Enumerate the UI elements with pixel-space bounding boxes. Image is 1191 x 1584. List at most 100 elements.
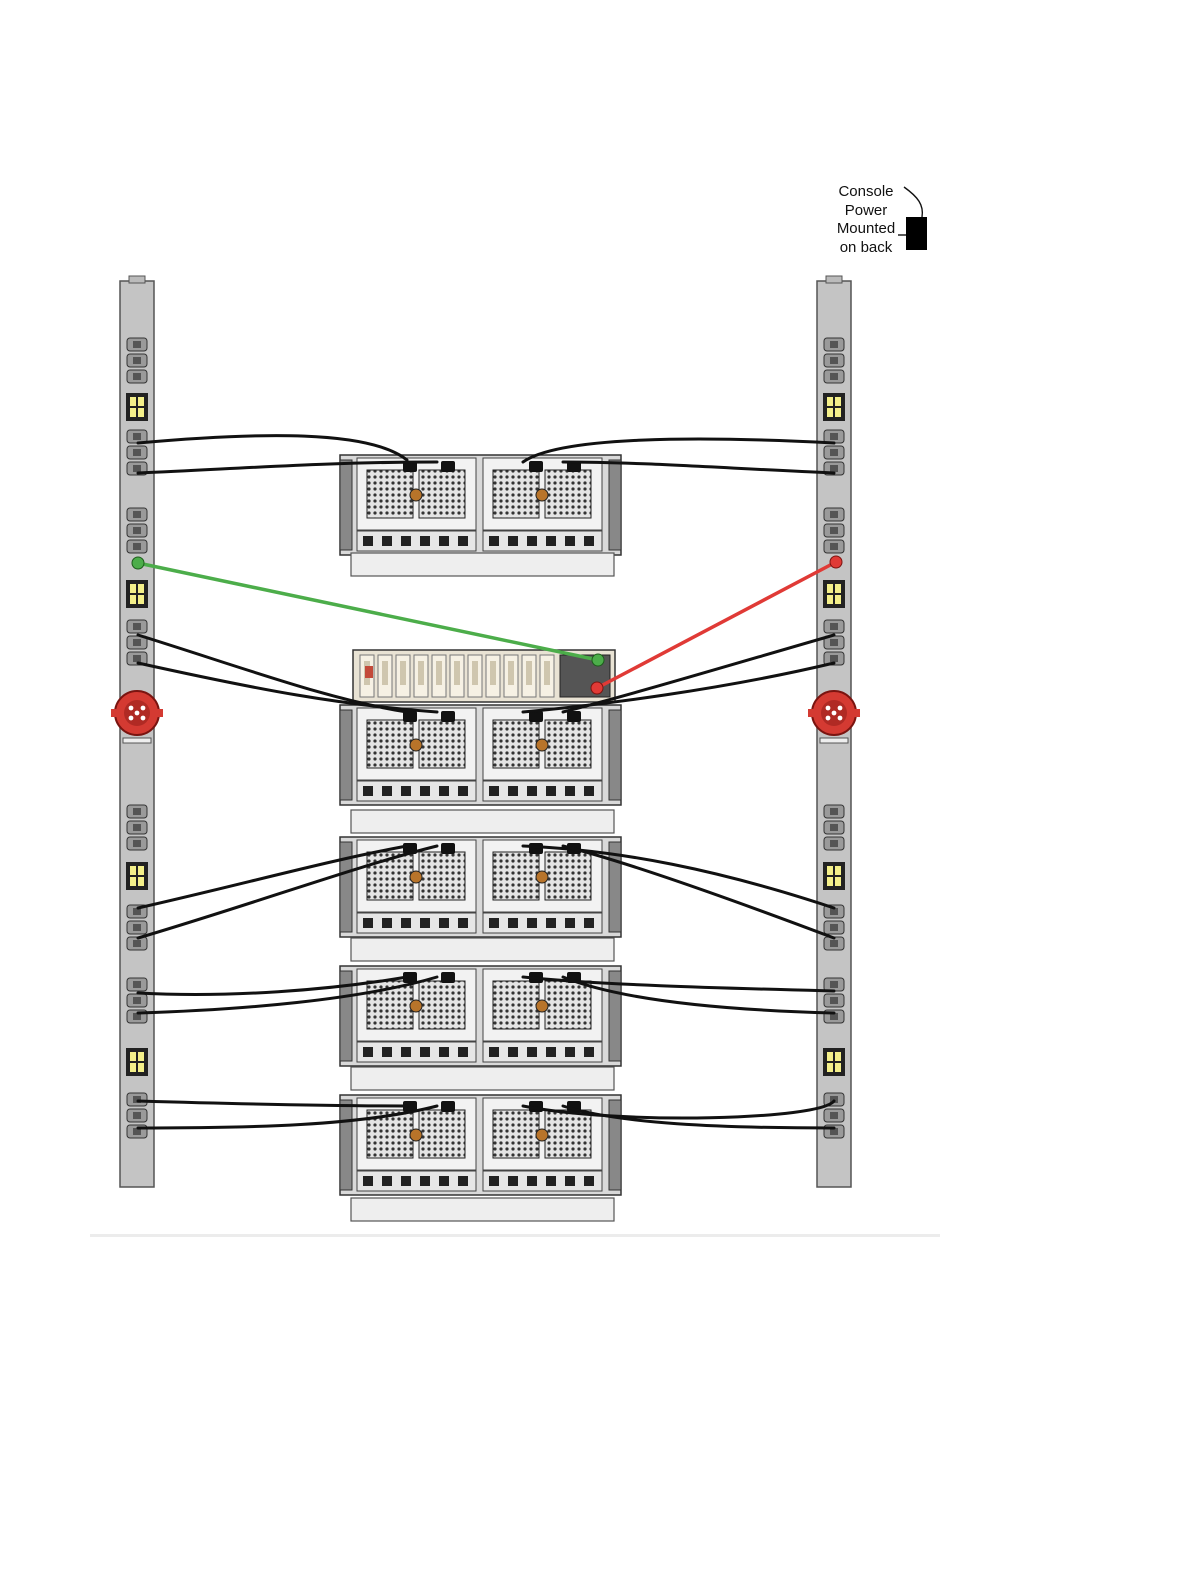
outlet-socket: [830, 840, 838, 847]
controller-slot-latch: [454, 661, 460, 685]
io-port: [584, 1176, 594, 1186]
fan-grille: [493, 720, 539, 768]
fan-grille: [545, 852, 591, 900]
green-plug: [132, 557, 144, 569]
io-port: [363, 1176, 373, 1186]
red-plug: [830, 556, 842, 568]
breaker-switch: [827, 1063, 833, 1072]
pdu-cap: [129, 276, 145, 283]
breaker: [823, 1048, 845, 1076]
power-connector: [529, 843, 543, 854]
breaker-switch: [138, 584, 144, 593]
fan-hub: [410, 1129, 422, 1141]
power-connector: [441, 843, 455, 854]
io-port: [363, 1047, 373, 1057]
power-connector: [567, 711, 581, 722]
io-port: [508, 1176, 518, 1186]
rail-right: [609, 460, 621, 550]
outlet-socket: [830, 373, 838, 380]
fan-grille: [367, 720, 413, 768]
fan-grille: [545, 720, 591, 768]
enclosure-4: [340, 966, 621, 1090]
inlet-pin: [141, 706, 146, 711]
fan-hub: [536, 1129, 548, 1141]
fan-grille: [419, 470, 465, 518]
fan-grille: [493, 470, 539, 518]
power-connector: [441, 1101, 455, 1112]
controller-cable-green: [138, 563, 598, 660]
fan-hub: [410, 739, 422, 751]
outlet-socket: [133, 655, 141, 662]
io-port: [527, 918, 537, 928]
breaker: [126, 862, 148, 890]
console-power-block-icon: [906, 217, 927, 250]
shelf: [351, 553, 614, 576]
io-port: [401, 918, 411, 928]
breaker-switch: [130, 1063, 136, 1072]
breaker-switch: [130, 877, 136, 886]
pdu-cap: [826, 276, 842, 283]
io-port: [458, 536, 468, 546]
breaker-switch: [827, 397, 833, 406]
breaker-switch: [835, 595, 841, 604]
io-port: [508, 536, 518, 546]
breaker-switch: [835, 397, 841, 406]
io-port: [420, 786, 430, 796]
outlet-socket: [830, 623, 838, 630]
io-port: [489, 1176, 499, 1186]
io-port: [458, 1047, 468, 1057]
breaker: [823, 580, 845, 608]
io-port: [565, 786, 575, 796]
controller-slot-latch: [508, 661, 514, 685]
inlet-pin: [826, 716, 831, 721]
breaker-switch: [130, 595, 136, 604]
inlet-pin: [838, 716, 843, 721]
outlet-socket: [133, 824, 141, 831]
io-port: [584, 536, 594, 546]
outlet-socket: [830, 655, 838, 662]
io-port: [363, 918, 373, 928]
controller-slot-latch: [490, 661, 496, 685]
breaker-switch: [835, 1052, 841, 1061]
outlet-socket: [830, 341, 838, 348]
green-plug: [592, 654, 604, 666]
io-port: [458, 1176, 468, 1186]
outlet-socket: [133, 449, 141, 456]
outlet-socket: [133, 808, 141, 815]
inlet-label-plate: [123, 738, 151, 743]
breaker-switch: [835, 1063, 841, 1072]
io-port: [508, 786, 518, 796]
io-port: [439, 918, 449, 928]
breaker: [126, 393, 148, 421]
outlet-socket: [133, 465, 141, 472]
outlet-socket: [830, 433, 838, 440]
io-port: [584, 918, 594, 928]
outlet-socket: [830, 511, 838, 518]
breaker-switch: [130, 584, 136, 593]
io-port: [401, 1047, 411, 1057]
outlet-socket: [830, 357, 838, 364]
outlet-socket: [133, 543, 141, 550]
outlet-socket: [133, 433, 141, 440]
inlet-pin: [129, 706, 134, 711]
io-port: [382, 536, 392, 546]
breaker-switch: [130, 1052, 136, 1061]
outlet-socket: [133, 997, 141, 1004]
rail-left: [340, 1100, 352, 1190]
io-port: [401, 536, 411, 546]
outlet-socket: [830, 940, 838, 947]
io-port: [546, 1047, 556, 1057]
breaker-switch: [138, 877, 144, 886]
fan-hub: [536, 1000, 548, 1012]
shelf: [351, 810, 614, 833]
inlet-icon: [808, 691, 860, 735]
io-port: [382, 1047, 392, 1057]
fan-grille: [493, 981, 539, 1029]
io-port: [439, 1047, 449, 1057]
rail-right: [609, 1100, 621, 1190]
outlet-socket: [830, 465, 838, 472]
inlet-pin: [826, 706, 831, 711]
io-port: [489, 536, 499, 546]
io-port: [565, 918, 575, 928]
